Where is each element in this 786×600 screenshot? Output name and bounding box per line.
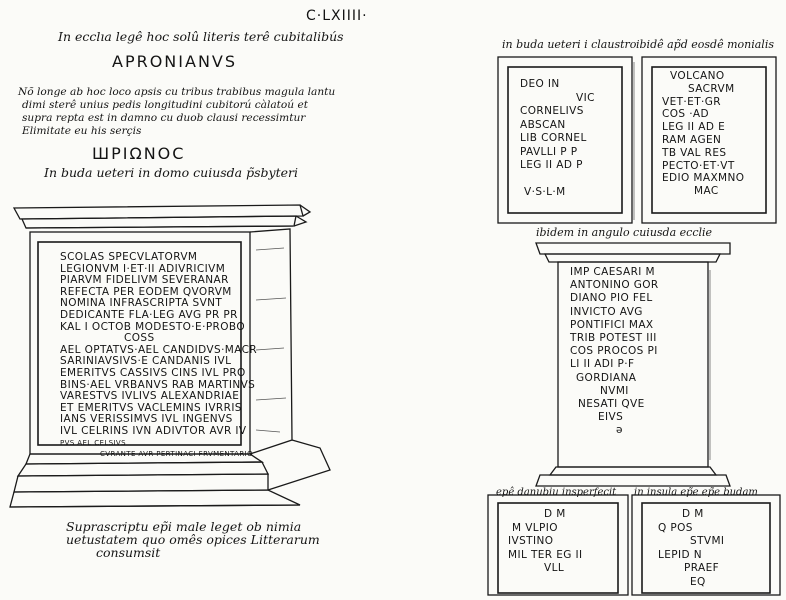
bottom-label-left: epê danubiu insperfecit [496,487,617,498]
left-inscription: SCOLAS SPECVLATORVM LEGIONVM I·ET·II ADI… [60,251,258,461]
inscription-line: PECTO·ET·VT [662,159,735,172]
stone4-inscription: D M Q POS STVMI LEPID N PRAEF EQ [654,508,724,589]
inscription-line [520,173,595,187]
greek-word: ШΡIΩNOC [92,144,186,163]
inscription-line: RAM AGEN [662,133,722,146]
inscription-line: VET·ET·GR [662,95,721,108]
inscription-line: COSS [124,332,155,345]
inscription-line: D M [682,508,704,520]
mid-label: ibidem in angulo cuiusda ecclie [536,226,713,239]
inscription-line: LEG II AD E [662,121,726,134]
left-pedestal-outline [9,204,331,508]
right-top-stones-outline [497,56,777,224]
description-line: dimi sterê unius pedis longitudini cubit… [22,99,309,111]
description-line: Elimitate eu his serçis [22,125,142,137]
inscription-line: TB VAL RES [662,146,727,159]
inscription-line: LEG II AD P [520,159,583,171]
inscription-line: CVRANTE AVR PERTINACI FRVMENTARIO [100,450,253,459]
footnote-line: uetustatem quo omês opices Litterarum [66,532,320,547]
pedestal-inscription: IMP CAESARI M ANTONINO GOR DIANO PIO FEL… [570,266,659,438]
inscription-line: CORNELIVS [520,105,584,117]
page-number: C·LXIIII· [306,8,368,24]
inscription-line: COS PROCOS PI [570,345,658,358]
description-line: Nõ longe ab hoc loco apsis cu tribus tra… [18,86,336,98]
top-label-right: ibidê ap̃d eosdê monialis [636,38,774,51]
inscription-line: ANTONINO GOR [570,279,659,292]
inscription-line: PIARVM FIDELIVM SEVERANAR [60,274,229,287]
inscription-line: LEPID N [658,548,702,561]
inscription-line: TRIB POTEST III [570,332,657,345]
inscription-line: COS ·AD [662,108,710,121]
inscription-line: REFECTA PER EODEM QVORVM [60,285,232,298]
inscription-line: IMP CAESARI M [570,266,656,278]
inscription-line: ET EMERITVS VACLEMINS IVRRIS [60,401,242,414]
inscription-line: INVICTO AVG [570,305,643,318]
inscription-line: EMERITVS CASSIVS CINS IVL PRO [60,366,246,379]
inscription-line: LEGIONVM I·ET·II ADIVRICIVM [60,262,226,275]
inscription-line: GORDIANA [576,371,637,384]
inscription-line: PAVLLI P P [520,145,578,158]
inscription-line: KAL I OCTOB MODESTO·E·PROBO [60,320,245,333]
inscription-line: PONTIFICI MAX [570,318,654,331]
inscription-line: VLL [544,562,565,574]
inscription-line: IVSTINO [508,535,554,547]
inscription-line: VOLCANO [670,70,725,82]
description-line: supra repta est in damno cu duob clausi … [22,112,306,124]
right-pedestal-outline [535,242,731,487]
inscription-line: IANS VERISSIMVS IVL INGENVS [60,413,233,426]
inscription-line: SARINIAVSIVS·E CANDANIS IVL [60,355,232,368]
bottom-label-right: in insula ep̃e ep̃e budam [634,487,758,498]
inscription-line: IVL CELRINS IVN ADIVTOR AVR IV [60,424,247,437]
inscription-line: NVMI [600,384,629,397]
inscription-line: NOMINA INFRASCRIPTA SVNT [60,297,223,310]
inscription-line: PVS AEL CELSIVS [60,438,126,447]
inscription-line: NESATI QVE [578,398,645,411]
footnote: Suprascriptu ep̃i male leget ob nimia ue… [66,520,320,559]
inscription-line: ə [616,424,623,437]
inscription-line: LI II ADI P·F [570,358,635,371]
monument-title: APRONIANVS [112,52,238,71]
description-block: Nõ longe ab hoc loco apsis cu tribus tra… [18,86,335,138]
inscription-line: LIB CORNEL [520,132,587,144]
inscription-line: ABSCAN [520,118,566,131]
inscription-line: DIANO PIO FEL [570,292,653,305]
inscription-line: MIL TER EG II [508,548,583,561]
inscription-line: AEL OPTATVS·AEL CANDIDVS·MACR [60,343,258,356]
inscription-line: EDIO MAXMNO [662,172,745,185]
stone2-inscription: VOLCANO SACRVM VET·ET·GR COS ·AD LEG II … [662,70,744,198]
inscription-line: SACRVM [688,82,735,95]
inscription-line: EQ [690,575,706,588]
inscription-line: D M [544,508,566,520]
inscription-line: VARESTVS IVLIVS ALEXANDRIAE [60,390,240,403]
inscription-line: BINS·AEL VRBANVS RAB MARTINVS [60,378,256,391]
inscription-line: PRAEF [684,562,720,574]
inscription-line: V·S·L·M [524,186,566,198]
stone1-inscription: DEO IN VIC CORNELIVS ABSCAN LIB CORNEL P… [520,78,595,200]
inscription-line: EIVS [598,411,624,424]
footnote-line: consumsit [96,545,161,560]
footnote-line: Suprascriptu ep̃i male leget ob nimia [66,519,302,534]
inscription-line: MAC [694,185,719,198]
shading-hatch [255,62,711,460]
right-bottom-stones-outline [487,494,781,596]
heading-note: In ecclıa legê hoc solû literis terê cub… [58,29,344,44]
inscription-line: VIC [576,91,595,104]
top-label-left: in buda ueteri i claustro [502,38,637,51]
inscription-line: Q POS [658,521,693,534]
inscription-line: SCOLAS SPECVLATORVM [60,251,198,263]
inscription-line: STVMI [690,535,725,547]
inscription-line: M VLPIO [512,521,558,534]
location-note: In buda ueteri in domo cuiusda p̃sbyteri [44,165,298,180]
inscription-line: DEDICANTE FLA·LEG AVG PR PR [60,308,238,321]
inscription-line: DEO IN [520,78,560,90]
stone3-inscription: D M M VLPIO IVSTINO MIL TER EG II VLL [508,508,583,576]
